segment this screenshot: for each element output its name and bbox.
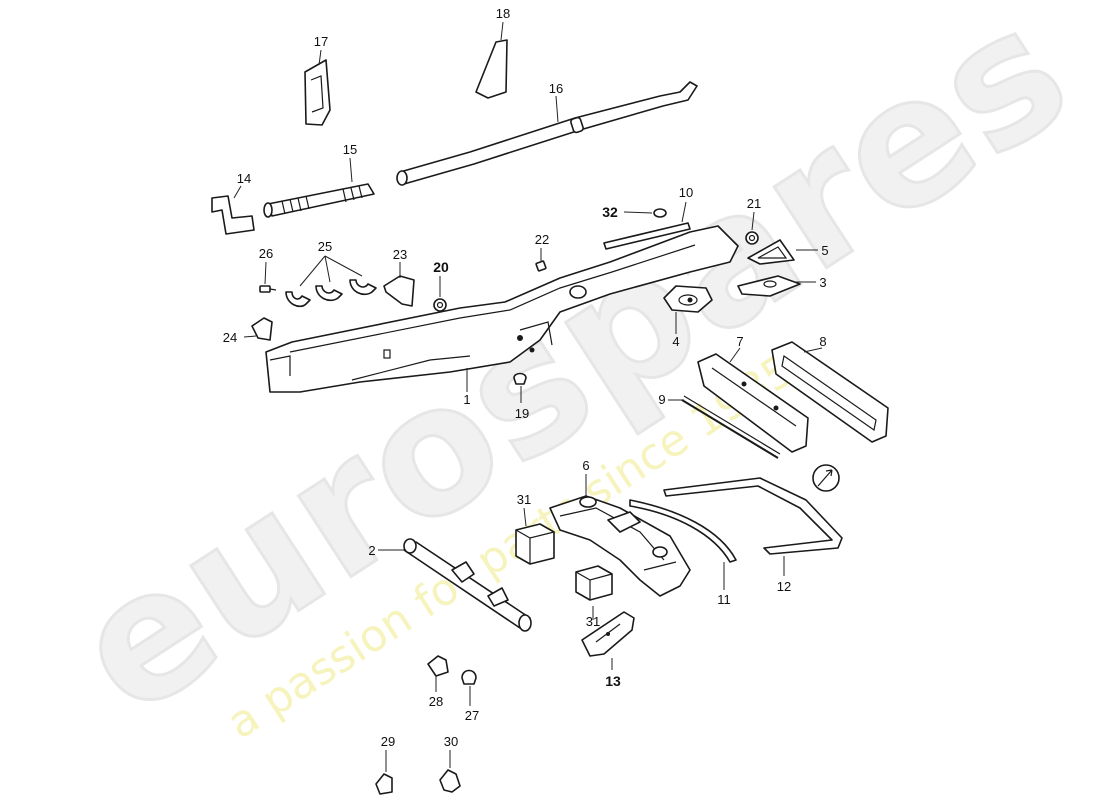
- part-31-block-upper[interactable]: [515, 523, 555, 565]
- part-5-plate[interactable]: [747, 239, 795, 265]
- callout-21: 21: [747, 196, 761, 211]
- part-19-plug[interactable]: [513, 372, 527, 385]
- callout-19: 19: [515, 406, 529, 421]
- part-15-flex-hose[interactable]: [263, 183, 375, 218]
- part-17-bracket[interactable]: [304, 59, 331, 126]
- part-6-cross-member[interactable]: [549, 495, 691, 597]
- callout-22: 22: [535, 232, 549, 247]
- callout-23: 23: [393, 247, 407, 262]
- part-29-clip[interactable]: [375, 773, 393, 795]
- part-11-curved-strip[interactable]: [629, 499, 737, 563]
- part-14-elbow-hose[interactable]: [211, 195, 255, 235]
- callout-3: 3: [819, 275, 826, 290]
- part-9-rod[interactable]: [681, 395, 781, 459]
- callout-1: 1: [463, 392, 470, 407]
- callout-2: 2: [368, 543, 375, 558]
- callout-20: 20: [433, 259, 449, 275]
- callout-8: 8: [819, 334, 826, 349]
- callout-25: 25: [318, 239, 332, 254]
- callout-27: 27: [465, 708, 479, 723]
- part-16-cable-tube[interactable]: [396, 81, 698, 186]
- part-12-channel[interactable]: [663, 477, 843, 555]
- callout-9: 9: [658, 392, 665, 407]
- part-28-clip[interactable]: [427, 655, 449, 677]
- arrow-badge-icon: [812, 464, 840, 492]
- part-32-clip[interactable]: [653, 208, 667, 218]
- callout-7: 7: [736, 334, 743, 349]
- callout-31-lower: 31: [586, 614, 600, 629]
- callout-11: 11: [717, 592, 731, 607]
- part-3-bracket[interactable]: [737, 275, 801, 297]
- callout-32: 32: [602, 204, 618, 220]
- callout-14: 14: [237, 171, 251, 186]
- part-24-tab[interactable]: [251, 317, 273, 341]
- part-2-tube[interactable]: [403, 538, 532, 632]
- callout-16: 16: [549, 81, 563, 96]
- part-27-clip[interactable]: [461, 669, 477, 685]
- part-20-nut[interactable]: [433, 298, 447, 312]
- watermark: eurospares a passion for parts since 198…: [40, 0, 1100, 757]
- part-26-screw[interactable]: [259, 285, 277, 293]
- callout-29: 29: [381, 734, 395, 749]
- callout-6: 6: [582, 458, 589, 473]
- part-13-bracket[interactable]: [581, 611, 635, 657]
- part-25-clamps[interactable]: [285, 279, 377, 308]
- part-23-bracket[interactable]: [383, 275, 415, 307]
- callout-5: 5: [821, 243, 828, 258]
- callout-17: 17: [314, 34, 328, 49]
- part-31-block-lower[interactable]: [575, 565, 613, 601]
- callout-15: 15: [343, 142, 357, 157]
- callout-28: 28: [429, 694, 443, 709]
- part-10-strip[interactable]: [603, 222, 691, 250]
- part-8-panel-frame[interactable]: [771, 341, 889, 443]
- callout-31-upper: 31: [517, 492, 531, 507]
- part-1-frame-rail[interactable]: [265, 225, 739, 393]
- part-22-pin[interactable]: [535, 260, 547, 272]
- callout-13: 13: [605, 673, 621, 689]
- callout-4: 4: [672, 334, 679, 349]
- leader-lines: [233, 21, 823, 772]
- part-18-boot[interactable]: [475, 39, 508, 99]
- part-7-panel[interactable]: [697, 353, 809, 453]
- callout-26: 26: [259, 246, 273, 261]
- callout-10: 10: [679, 185, 693, 200]
- part-4-mount[interactable]: [663, 285, 713, 313]
- callout-30: 30: [444, 734, 458, 749]
- part-30-clip[interactable]: [439, 769, 461, 793]
- callout-18: 18: [496, 6, 510, 21]
- callout-labels: 17 18 16 15 14 32 10 21 5 3 4 22 1 20 23…: [223, 6, 829, 749]
- watermark-brand: eurospares: [41, 0, 1100, 755]
- callout-12: 12: [777, 579, 791, 594]
- callout-24: 24: [223, 330, 237, 345]
- part-21-grommet[interactable]: [745, 231, 759, 245]
